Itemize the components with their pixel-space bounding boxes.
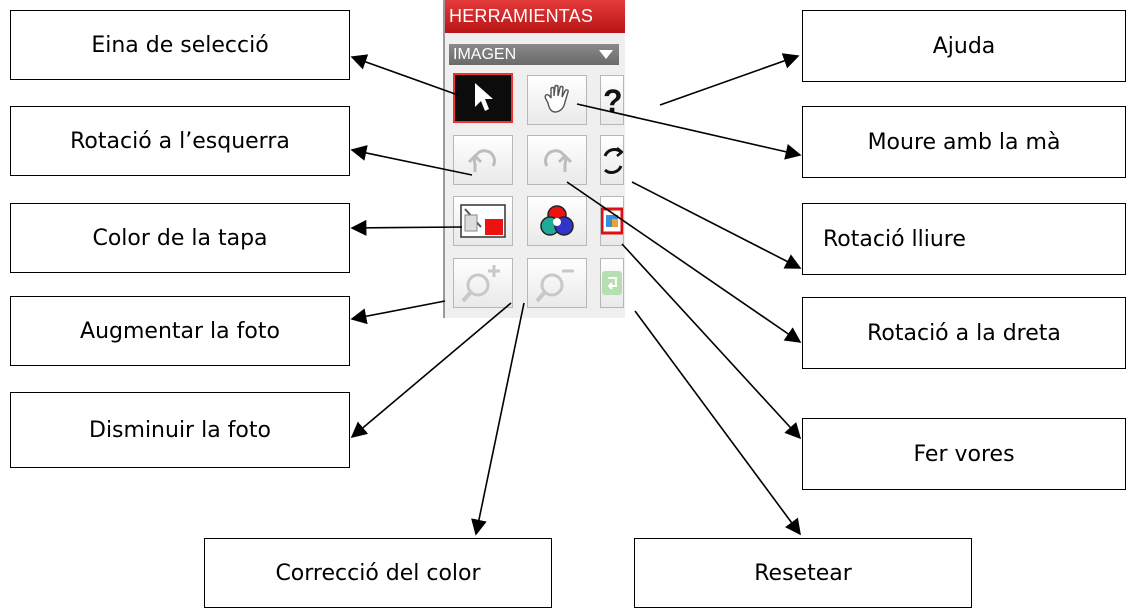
borders-button[interactable] [600,196,624,246]
arrow-zoom-out [350,302,512,439]
label-free-rotation: Rotació lliure [802,203,1126,275]
label-zoom-in: Augmentar la foto [10,296,350,366]
label-move-hand: Moure amb la mà [802,106,1126,178]
svg-text:?: ? [603,83,623,117]
cursor-arrow-icon [475,83,493,111]
dropdown-arrow-icon [599,50,613,59]
zoom-out-icon [535,269,574,303]
help-button[interactable]: ? [600,75,624,125]
zoom-in-button[interactable] [453,258,513,308]
label-reset: Resetear [634,538,972,608]
free-rotation-button[interactable] [600,135,624,185]
border-frame-icon [601,207,623,235]
reset-button[interactable] [600,258,624,308]
zoom-in-icon [461,265,500,303]
arrow-reset [634,310,801,536]
label-selection-tool: Eina de selecció [10,10,350,80]
cover-color-icon [460,204,506,238]
arrow-borders [621,243,802,440]
palette-dropdown[interactable]: IMAGEN [449,44,619,65]
rotate-left-icon [467,149,496,172]
hand-icon [544,84,569,113]
rotate-left-button[interactable] [453,135,513,185]
zoom-out-button[interactable] [527,258,587,308]
rotate-right-icon [544,149,573,172]
label-borders: Fer vores [802,418,1126,490]
label-color-correction: Correcció del color [204,538,552,608]
color-correction-button[interactable] [527,196,587,246]
palette-title: HERRAMIENTAS [445,0,625,33]
selection-tool-button[interactable] [453,73,513,123]
arrow-free-rotation [631,181,802,269]
label-rotate-right: Rotació a la dreta [802,297,1126,369]
reset-icon [602,271,622,295]
palette-dropdown-label: IMAGEN [453,46,517,63]
move-hand-button[interactable] [527,75,587,125]
tool-palette: HERRAMIENTAS IMAGEN ? [443,0,625,318]
arrow-color-correction [471,302,525,536]
cover-color-button[interactable] [453,196,513,246]
arrow-help [659,53,800,106]
label-cover-color: Color de la tapa [10,203,350,273]
question-mark-icon: ? [603,83,623,117]
rgb-circles-icon [540,205,574,236]
free-rotation-icon [603,147,623,175]
label-zoom-out: Disminuir la foto [10,392,350,468]
arrow-zoom-in [350,300,446,325]
rotate-right-button[interactable] [527,135,587,185]
label-rotate-left: Rotació a l’esquerra [10,106,350,176]
label-help: Ajuda [802,10,1126,82]
